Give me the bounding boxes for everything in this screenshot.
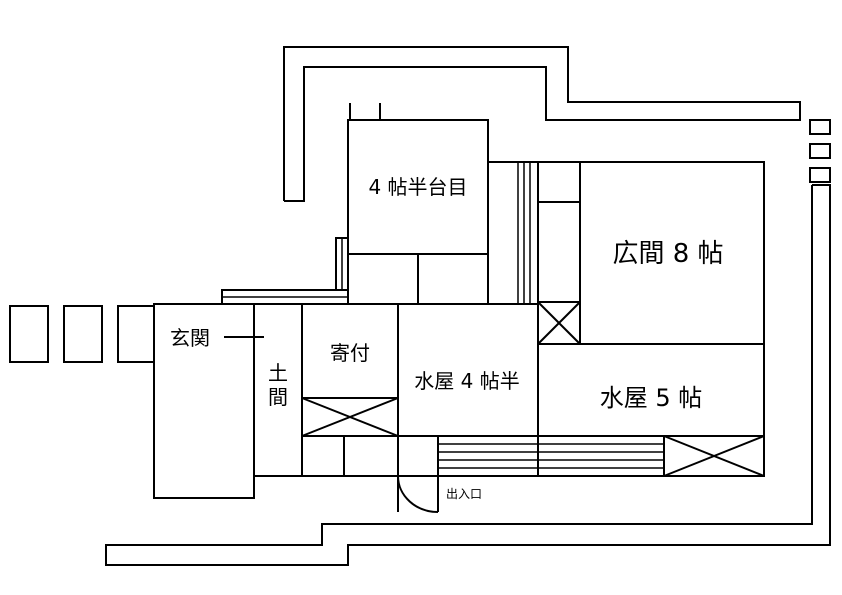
label-doma-top: 土	[268, 361, 288, 385]
corridor-bottom	[437, 435, 665, 477]
storage-cell	[301, 435, 345, 477]
label-yoritsuki: 寄付	[330, 341, 370, 365]
label-hiroma-8: 広間 8 帖	[612, 239, 723, 269]
label-entrance: 出入口	[446, 487, 482, 501]
garden-wall-outer-top	[283, 46, 801, 202]
storage-cell	[343, 435, 399, 477]
garden-wall-outer-right-bottom	[105, 184, 831, 566]
entrance-door-swing	[397, 475, 439, 513]
stepping-stone	[809, 143, 831, 159]
label-tatami-4-5-daime: 4 帖半台目	[368, 175, 467, 199]
label-doma-bottom: 間	[268, 385, 288, 409]
label-genkan: 玄関	[170, 326, 210, 350]
stepping-stone	[117, 305, 155, 363]
stepping-stone	[63, 305, 103, 363]
corner-x-box	[663, 435, 765, 477]
stepping-stone	[9, 305, 49, 363]
entrance-area	[397, 435, 439, 477]
stepping-stone	[809, 119, 831, 135]
label-mizuya-5: 水屋 5 帖	[600, 384, 703, 412]
label-mizuya-4-5: 水屋 4 帖半	[414, 369, 519, 393]
closet-strip	[537, 161, 581, 303]
stepping-stone	[809, 167, 831, 183]
